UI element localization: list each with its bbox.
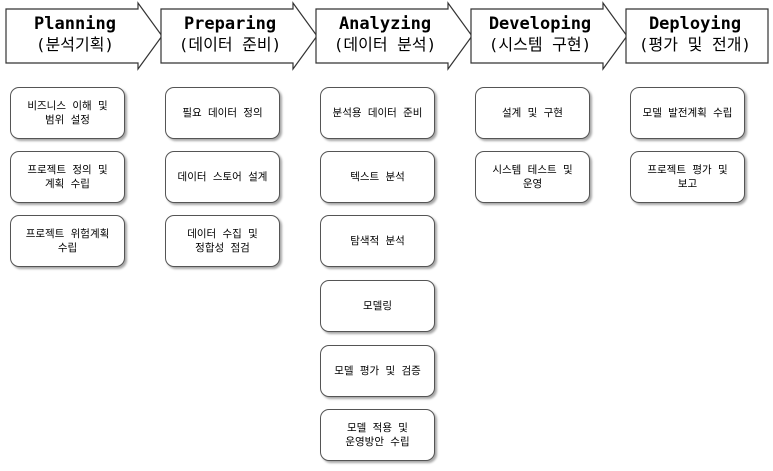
phase-analyzing-subtitle: (데이터 분석)	[333, 35, 437, 54]
task-data-definition[interactable]: 필요 데이터 정의	[165, 87, 280, 139]
task-data-collection[interactable]: 데이터 수집 및 정합성 점검	[165, 215, 280, 267]
phase-arrow-developing	[470, 1, 628, 71]
task-business-scope[interactable]: 비즈니스 이해 및 범위 설정	[10, 87, 125, 139]
task-text-analysis[interactable]: 텍스트 분석	[320, 151, 435, 203]
task-model-deployment[interactable]: 모델 적용 및 운영방안 수립	[320, 409, 435, 461]
phase-planning-title: Planning	[34, 14, 116, 34]
phase-analyzing-title: Analyzing	[338, 14, 432, 34]
phase-arrow-planning	[5, 1, 163, 71]
task-system-test[interactable]: 시스템 테스트 및 운영	[475, 151, 590, 203]
task-model-evaluation[interactable]: 모델 평가 및 검증	[320, 345, 435, 397]
phase-arrow-preparing	[160, 1, 318, 71]
task-design-implementation[interactable]: 설계 및 구현	[475, 87, 590, 139]
task-analysis-data-prep[interactable]: 분석용 데이터 준비	[320, 87, 435, 139]
task-datastore-design[interactable]: 데이터 스토어 설계	[165, 151, 280, 203]
task-model-improvement[interactable]: 모델 발전계획 수립	[630, 87, 745, 139]
phase-preparing-title: Preparing	[183, 14, 277, 34]
phase-developing-subtitle: (시스템 구현)	[488, 35, 592, 54]
phase-arrow-deploying	[625, 8, 769, 64]
phase-deploying-title: Deploying	[648, 14, 742, 34]
phase-arrow-analyzing	[315, 1, 473, 71]
phase-planning-subtitle: (분석기획)	[35, 35, 115, 54]
phase-deploying-subtitle: (평가 및 전개)	[638, 35, 752, 54]
phase-preparing-subtitle: (데이터 준비)	[178, 35, 282, 54]
task-modeling[interactable]: 모델링	[320, 280, 435, 332]
task-project-plan[interactable]: 프로젝트 정의 및 계획 수립	[10, 151, 125, 203]
phase-developing-title: Developing	[488, 14, 592, 34]
task-project-review[interactable]: 프로젝트 평가 및 보고	[630, 151, 745, 203]
task-exploratory-analysis[interactable]: 탐색적 분석	[320, 215, 435, 267]
task-risk-plan[interactable]: 프로젝트 위험계획 수립	[10, 215, 125, 267]
